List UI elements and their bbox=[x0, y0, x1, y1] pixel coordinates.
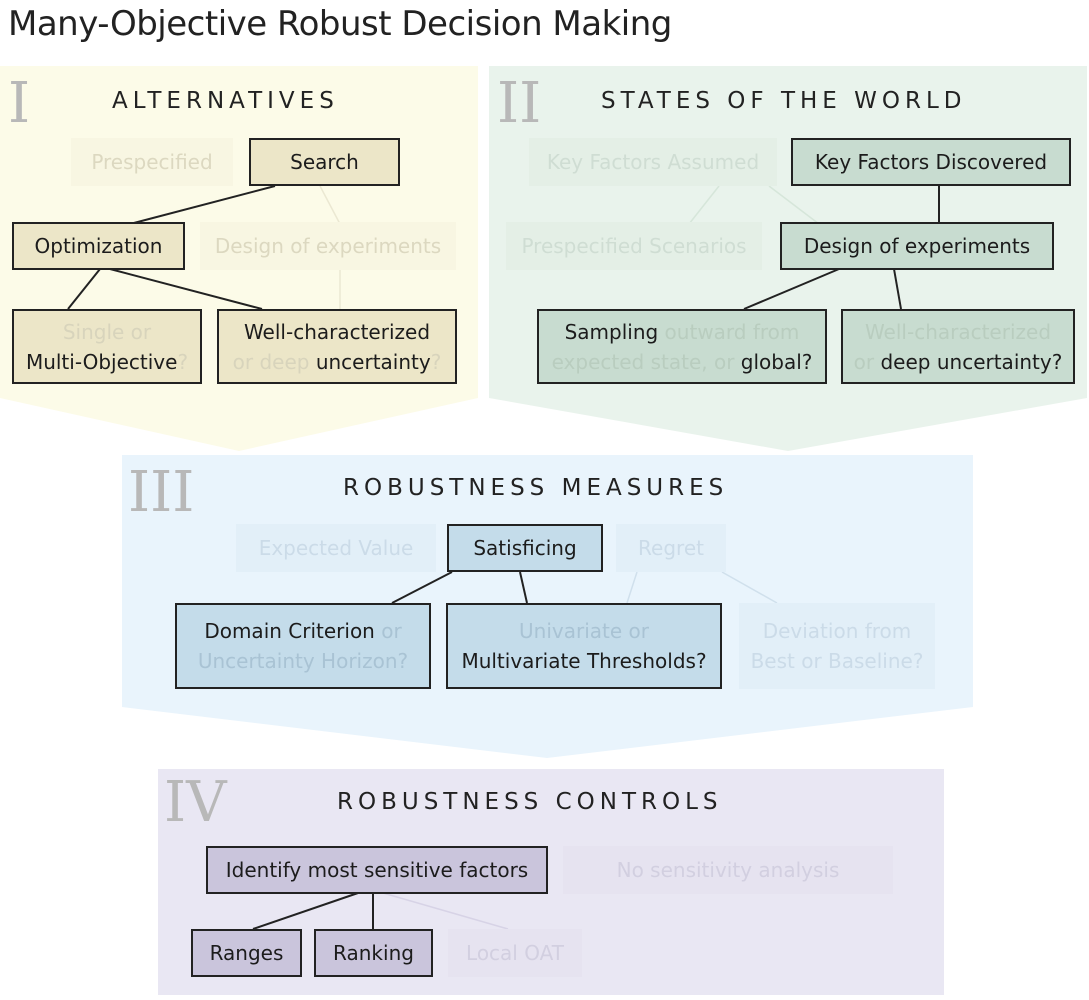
uncertainty-horizon-text: Uncertainty Horizon? bbox=[197, 649, 409, 673]
ranking-node: Ranking bbox=[314, 929, 433, 977]
robustness-controls-panel: IV ROBUSTNESS CONTROLS Identify most sen… bbox=[158, 769, 944, 995]
states-heading: STATES OF THE WORLD bbox=[601, 88, 967, 114]
deviation-line-1: Deviation from bbox=[762, 619, 912, 643]
objective-node: Single or Multi-Objective? bbox=[12, 309, 202, 384]
deep-uncertainty-text: deep uncertainty? bbox=[880, 349, 1063, 374]
uncertainty-states-node: Well-characterized or deep uncertainty? bbox=[841, 309, 1075, 384]
thresholds-node: Univariate or Multivariate Thresholds? bbox=[446, 603, 722, 689]
uncertainty-text: uncertainty bbox=[315, 349, 431, 374]
alternatives-heading: ALTERNATIVES bbox=[112, 88, 339, 114]
domain-criterion-node: Domain Criterion or Uncertainty Horizon? bbox=[175, 603, 431, 689]
well-characterized-text: Well-characterized bbox=[864, 319, 1052, 344]
satisficing-node: Satisficing bbox=[447, 524, 603, 572]
multivariate-text: Multivariate Thresholds? bbox=[461, 649, 707, 673]
expected-value-node: Expected Value bbox=[236, 524, 436, 572]
global-text: global? bbox=[740, 349, 813, 374]
univariate-text: Univariate or bbox=[519, 619, 649, 643]
or-text: or bbox=[853, 349, 881, 374]
domain-line-1: Domain Criterion or bbox=[204, 616, 401, 646]
sampling-node: Sampling outward from expected state, or… bbox=[537, 309, 827, 384]
design-of-experiments-alternatives-node: Design of experiments bbox=[200, 222, 456, 270]
states-of-the-world-panel: II STATES OF THE WORLD Key Factors Assum… bbox=[489, 66, 1087, 451]
identify-sensitive-factors-node: Identify most sensitive factors bbox=[206, 846, 548, 894]
key-factors-discovered-node: Key Factors Discovered bbox=[791, 138, 1071, 186]
domain-or-text: or bbox=[374, 619, 402, 643]
objective-line-1: Single or bbox=[62, 319, 152, 344]
domain-criterion-text: Domain Criterion bbox=[204, 619, 375, 643]
objective-question: ? bbox=[177, 349, 189, 374]
sampling-line-2: expected state, or global? bbox=[552, 347, 813, 377]
or-deep-text: or deep bbox=[232, 349, 316, 374]
uncertainty-alternatives-node: Well-characterized or deep uncertainty? bbox=[217, 309, 457, 384]
deviation-line-2: Best or Baseline? bbox=[750, 649, 924, 673]
ranges-node: Ranges bbox=[191, 929, 302, 977]
uncertainty-question: ? bbox=[430, 349, 442, 374]
search-node: Search bbox=[249, 138, 400, 186]
panel-numeral-ii: II bbox=[497, 71, 542, 136]
expected-state-text: expected state, or bbox=[551, 349, 741, 374]
local-oat-node: Local OAT bbox=[448, 929, 582, 977]
uncertainty-line-1: Well-characterized bbox=[243, 319, 431, 344]
panel-numeral-iii: III bbox=[128, 460, 195, 525]
outward-from-text: outward from bbox=[658, 319, 800, 344]
multi-objective-text: Multi-Objective bbox=[25, 349, 178, 374]
robustness-measures-panel: III ROBUSTNESS MEASURES Expected Value S… bbox=[122, 455, 973, 758]
key-factors-assumed-node: Key Factors Assumed bbox=[529, 138, 777, 186]
regret-node: Regret bbox=[616, 524, 726, 572]
no-sensitivity-analysis-node: No sensitivity analysis bbox=[563, 846, 893, 894]
prespecified-scenarios-node: Prespecified Scenarios bbox=[506, 222, 762, 270]
page-title: Many-Objective Robust Decision Making bbox=[8, 4, 672, 44]
design-of-experiments-states-node: Design of experiments bbox=[780, 222, 1054, 270]
deviation-node: Deviation from Best or Baseline? bbox=[739, 603, 935, 689]
sampling-text: Sampling bbox=[564, 319, 659, 344]
objective-line-2: Multi-Objective? bbox=[26, 347, 188, 377]
measures-heading: ROBUSTNESS MEASURES bbox=[343, 475, 729, 501]
optimization-node: Optimization bbox=[12, 222, 185, 270]
panel-numeral-iv: IV bbox=[164, 770, 227, 835]
controls-heading: ROBUSTNESS CONTROLS bbox=[337, 789, 723, 815]
sampling-line-1: Sampling outward from bbox=[565, 317, 800, 347]
uncertainty-line-2: or deep uncertainty? bbox=[233, 347, 442, 377]
panel-numeral-i: I bbox=[8, 71, 31, 136]
uncertainty-states-line-2: or deep uncertainty? bbox=[854, 347, 1063, 377]
prespecified-alternatives-node: Prespecified bbox=[71, 138, 233, 186]
alternatives-panel: I ALTERNATIVES Prespecified Search Optim… bbox=[0, 66, 478, 451]
